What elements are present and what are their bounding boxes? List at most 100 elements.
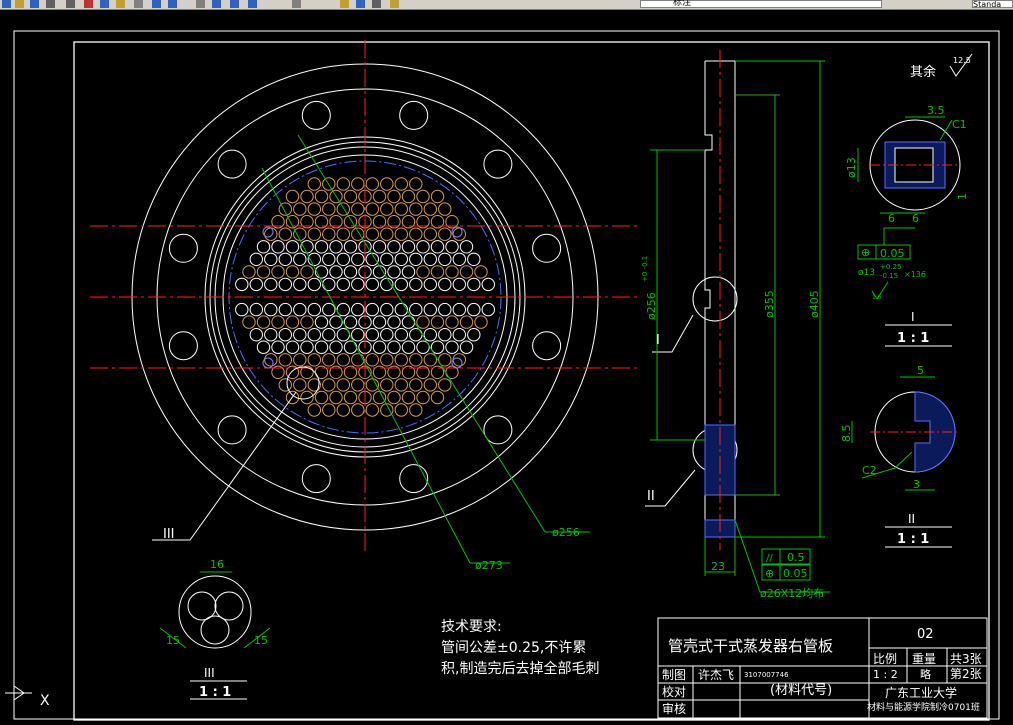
tube-hole [387,315,401,329]
sheet-no: 第2张 [950,667,982,681]
tube-hole [264,252,278,266]
tube-hole [307,177,321,191]
tube-hole [365,403,379,417]
cut-icon[interactable] [84,0,93,8]
tube-hole [293,328,307,342]
redo-icon[interactable] [168,0,177,8]
tube-hole [481,302,495,317]
c1-leader [939,119,953,141]
tube-hole [452,277,466,292]
tube-hole [423,328,437,342]
zoom-previous-icon[interactable] [248,0,257,8]
side-view [645,50,830,593]
zoom-window-icon[interactable] [230,0,239,8]
tube-hole [452,328,466,342]
tube-hole [365,328,379,342]
tube-hole [365,302,379,317]
save-icon[interactable] [30,0,39,8]
tol-position-value: 0.05 [783,567,808,580]
tube-hole [293,378,307,392]
tube-hole [343,365,358,379]
detail-iii-scale: 1 : 1 [199,685,231,700]
tube-hole [401,240,416,254]
tube-hole [256,340,271,354]
tube-hole [351,353,365,367]
preview-icon[interactable] [66,0,75,8]
properties-icon[interactable] [292,0,301,8]
tube-hole [387,390,401,405]
tube-hole [438,328,452,342]
ucs-label: X [40,693,50,709]
layer-name: 标注 [673,0,692,8]
tube-hole [481,277,495,292]
tube-hole [300,215,314,229]
sheets-label: 共3张 [950,652,982,666]
tube-hole [394,328,408,342]
bolt-hole [168,331,198,361]
tube-hole [423,202,437,216]
tube-hole [314,315,329,329]
tube-hole [322,202,336,216]
design-center-icon[interactable] [340,0,349,8]
tube-hole [409,328,423,342]
tool-palette-icon[interactable] [356,0,365,8]
dim-256-side-tol: +0 -0.1 [641,256,649,282]
layer-combo[interactable]: 标注 [640,0,882,8]
pan-icon[interactable] [196,0,205,8]
tube-hole [351,302,365,317]
label-iii-leader [152,391,297,541]
undo-icon[interactable] [152,0,161,8]
tube-hole [307,353,321,367]
detail-i-tol-value: 0.05 [880,247,905,260]
tube-hole [336,277,350,292]
drawing-canvas[interactable]: ø256 ø273 III [0,9,1013,725]
open-icon[interactable] [15,0,24,8]
tube-hole [459,265,474,279]
tube-hole [256,265,271,279]
new-icon[interactable] [2,0,11,8]
tube-hole [401,340,416,354]
layer-manager-icon[interactable] [390,0,399,8]
ucs-icon [5,685,32,701]
bolt-holes [168,100,562,494]
tube-hole [372,189,387,204]
detail-ii-scale: 1 : 1 [897,532,929,547]
tube-hole [293,277,307,292]
tube-hole [365,227,379,241]
tube-hole [264,353,278,367]
tube-hole [474,265,488,279]
tube-hole [278,328,292,342]
tube-hole [438,277,452,292]
print-icon[interactable] [46,0,55,8]
copy-icon[interactable] [100,0,109,8]
tube-hole [242,265,256,279]
dim-15b-line [243,627,271,649]
detail-ii-hatch [914,391,956,473]
tube-hole [365,202,379,216]
tube-hole [467,328,481,342]
match-icon[interactable] [134,0,143,8]
tube-hole [271,365,285,379]
tube-hole [445,315,459,329]
tolerance-box-parallel [761,548,811,565]
tube-hole [474,315,488,329]
text-style-combo[interactable]: Standa [972,0,1013,8]
tube-hole [322,252,336,266]
calculator-icon[interactable] [372,0,381,8]
detail-ii-c2: C2 [862,464,877,477]
small-hole-tl [262,226,274,238]
bolt-hole [532,331,562,361]
tube-hole [416,265,430,279]
paste-icon[interactable] [116,0,125,8]
tube-hole [336,403,350,417]
tube-hole [438,353,452,367]
tube-hole [380,378,394,392]
tube-hole [459,240,474,254]
tube-hole [336,202,350,216]
tube-hole [307,277,321,292]
tube-hole [343,390,358,405]
tube-hole [380,252,394,266]
zoom-icon[interactable] [212,0,221,8]
tube-hole [372,340,387,354]
tube-hole [249,277,263,292]
